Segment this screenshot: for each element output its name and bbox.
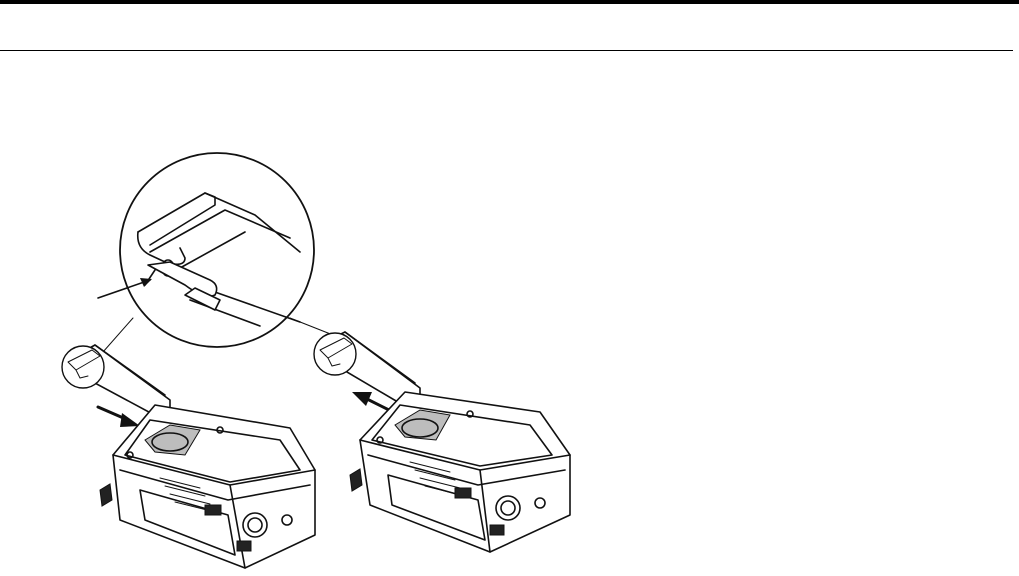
magnified-detail (120, 153, 314, 347)
leader-line-left (103, 318, 133, 352)
right-unit (314, 332, 570, 552)
leader-line-right (290, 318, 333, 335)
left-unit (62, 345, 315, 568)
